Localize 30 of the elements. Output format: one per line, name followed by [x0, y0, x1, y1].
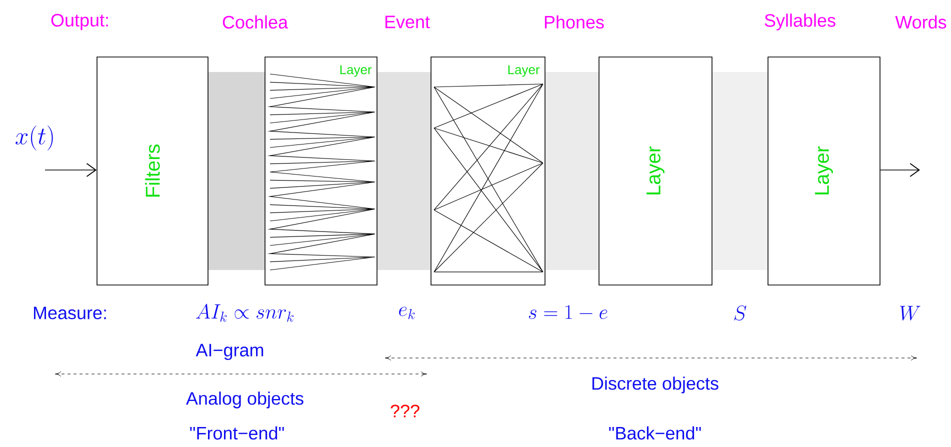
- row-label: Measure:: [34, 306, 106, 320]
- measure-formula: $S$: [734, 305, 746, 321]
- layer-box: Layer: [598, 56, 712, 286]
- range-label: "Front−end": [190, 426, 284, 440]
- measure-formula: $AI_k \propto snr_k$: [196, 304, 294, 322]
- channel-band: [208, 72, 265, 270]
- measure-formula: $s = 1 - e$: [528, 305, 608, 319]
- layer-box: Layer: [264, 56, 378, 286]
- channel-band: [545, 72, 599, 270]
- input-signal-label: $x(t)$: [16, 126, 53, 150]
- arrow: [44, 163, 97, 177]
- stage-label: Output:: [51, 14, 108, 30]
- stage-label: Phones: [544, 15, 604, 29]
- stage-label: Cochlea: [222, 15, 288, 29]
- range-label: "Back−end": [609, 426, 701, 440]
- measure-formula: $W$: [900, 306, 920, 321]
- stage-label: Event: [385, 16, 430, 28]
- channel-band: [377, 72, 431, 270]
- range-label: AI−gram: [196, 344, 264, 360]
- range-label: Analog objects: [186, 392, 304, 408]
- filter-box: Filters: [96, 56, 208, 286]
- range-label: Discrete objects: [592, 376, 718, 394]
- channel-band: [712, 72, 768, 270]
- layer-box: Layer: [768, 56, 880, 286]
- stage-label: Syllables: [764, 14, 836, 30]
- layer-box: Layer: [430, 56, 546, 286]
- stage-label: Words: [895, 15, 946, 29]
- measure-formula: $e_k$: [399, 306, 415, 320]
- arrow: [880, 163, 920, 177]
- question-marks: ???: [390, 404, 420, 418]
